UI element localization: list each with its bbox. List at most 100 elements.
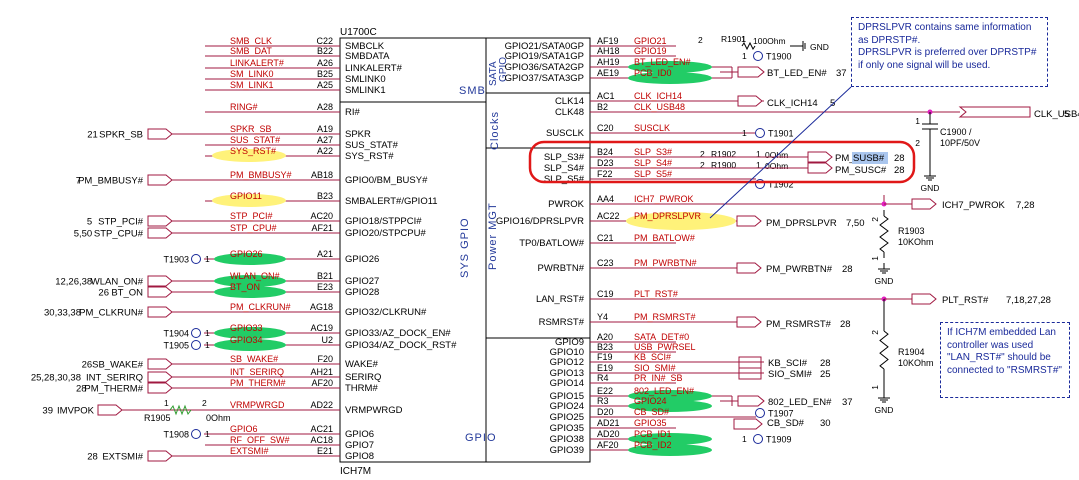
resistor-ref: R1902 — [711, 149, 736, 159]
block-label-gpio: GPIO — [465, 432, 497, 444]
ground-label: GND — [875, 276, 894, 286]
chip-right-body — [485, 37, 591, 463]
ball-label: AD20 — [597, 429, 620, 439]
ball-label: E22 — [597, 386, 613, 396]
ball-label: E19 — [597, 363, 613, 373]
ball-label: AE19 — [597, 68, 619, 78]
net-label: PCB_ID0 — [634, 68, 672, 78]
net-highlight — [212, 149, 286, 162]
pin-label: GPIO9 — [555, 337, 584, 348]
page-ref: 7 — [76, 176, 81, 187]
ball-label: AH19 — [597, 57, 620, 67]
net-label: KB_SCI# — [634, 352, 671, 362]
block-label-power-mgt: Power MGT — [487, 202, 499, 270]
page-ref: 39 — [42, 406, 53, 417]
ball-label: Y4 — [597, 312, 608, 322]
pin-label: GPIO12 — [550, 357, 584, 368]
net-label: PM_BMBUSY# — [230, 170, 292, 180]
lan-reset-note: If ICH7M embedded Lan controller was use… — [940, 322, 1070, 398]
note-line: "LAN_RST#" should be — [947, 352, 1051, 363]
pin-number: 1 — [205, 328, 210, 338]
resistor-ref: R1905 — [144, 413, 171, 423]
net-highlight — [214, 253, 286, 265]
net-highlight — [628, 433, 712, 445]
pin-number: 1 — [742, 128, 747, 138]
ball-label: AF20 — [597, 440, 619, 450]
pin-label: GPIO16/DPRSLPVR — [496, 216, 584, 227]
ext-net-label: SB_WAKE# — [92, 360, 144, 371]
pin-label: SMBDATA — [345, 51, 390, 62]
net-label: SLP_S5# — [634, 169, 672, 179]
ext-net-label: PM_PWRBTN# — [766, 264, 833, 275]
pin-label: GPIO27 — [345, 276, 379, 287]
page-ref: 26 — [82, 360, 93, 371]
pin-label: GPIO19/SATA1GP — [505, 51, 584, 62]
pin-label: GPIO36/SATA2GP — [505, 62, 584, 73]
note-line: DPRSLPVR is preferred over DPRSTP# — [858, 47, 1037, 58]
pin-number: 1 — [756, 149, 761, 159]
pin-number: 2 — [202, 398, 207, 408]
pin-label: GPIO26 — [345, 254, 379, 265]
net-label: PM_CLKRUN# — [230, 302, 291, 312]
ball-label: AF19 — [597, 36, 619, 46]
pin-label: GPIO14 — [550, 378, 584, 389]
ext-net-label: PM_THERM# — [84, 384, 143, 395]
pin-label: GPIO7 — [345, 440, 374, 451]
pin-number: 1 — [205, 429, 210, 439]
net-highlight — [628, 444, 712, 456]
ext-net-label: PLT_RST# — [942, 295, 989, 306]
page-ref: 28 — [87, 452, 98, 463]
pin-label: GPIO15 — [550, 391, 584, 402]
pin-label: GPIO25 — [550, 412, 584, 423]
net-label: PM_RSMRST# — [634, 312, 696, 322]
net-highlight — [628, 390, 712, 402]
page-ref: 5 — [1064, 109, 1069, 120]
ball-label: F20 — [317, 354, 333, 364]
ext-net-label: BT_LED_EN# — [767, 68, 827, 79]
pin-number: 1 — [870, 385, 880, 390]
net-label: GPIO26 — [230, 249, 263, 259]
offpage-connector-icon — [737, 95, 763, 107]
ground-label: GND — [810, 42, 829, 52]
offpage-connector-icon — [958, 106, 1031, 118]
resistor-ref: R1904 — [898, 347, 925, 357]
note-line: as DPRSTP#. — [858, 34, 921, 46]
ball-label: AF20 — [311, 378, 333, 388]
pin-number: 1 — [742, 51, 747, 61]
test-point-icon — [191, 328, 201, 338]
ball-label: AC19 — [310, 323, 333, 333]
test-point-label: T1909 — [766, 435, 792, 445]
net-label: SUS_STAT# — [230, 135, 280, 145]
net-highlight — [214, 327, 286, 339]
page-ref: 5,50 — [74, 229, 93, 240]
pin-number: 2 — [870, 330, 880, 335]
page-ref: 5 — [87, 217, 92, 228]
ball-label: A22 — [317, 146, 333, 156]
pin-label: CLK14 — [555, 96, 584, 107]
net-highlight — [628, 61, 712, 73]
page-ref: 7,28 — [1016, 200, 1035, 211]
ext-net-label: IMVPOK — [57, 406, 95, 417]
capacitor-ref: C1900 / — [940, 127, 972, 137]
net-label: PM_THERM# — [230, 378, 286, 388]
ball-label: R4 — [597, 373, 609, 383]
offpage-connector-icon — [147, 174, 173, 186]
ext-net-label: STP_PCI# — [98, 217, 144, 228]
offpage-connector-icon — [147, 358, 173, 370]
ball-label: AD22 — [310, 400, 333, 410]
test-point-icon — [755, 128, 765, 138]
page-ref: 26 — [98, 288, 109, 299]
net-highlight — [214, 286, 286, 298]
net-label: USB_PWRSEL — [634, 342, 696, 352]
offpage-connector-icon — [147, 382, 173, 394]
net-label: SPKR_SB — [230, 124, 272, 134]
pin-label: GPIO33/AZ_DOCK_EN# — [345, 328, 451, 339]
test-point-icon — [191, 429, 201, 439]
pin-label: SLP_S5# — [544, 174, 585, 185]
chip-ref: U1700C — [340, 27, 377, 38]
pin-label: GPIO24 — [550, 401, 584, 412]
note-line: DPRSLPVR contains same information — [858, 22, 1032, 33]
ext-net-label: ICH7_PWROK — [942, 200, 1005, 211]
net-label: PCB_ID1 — [634, 429, 672, 439]
